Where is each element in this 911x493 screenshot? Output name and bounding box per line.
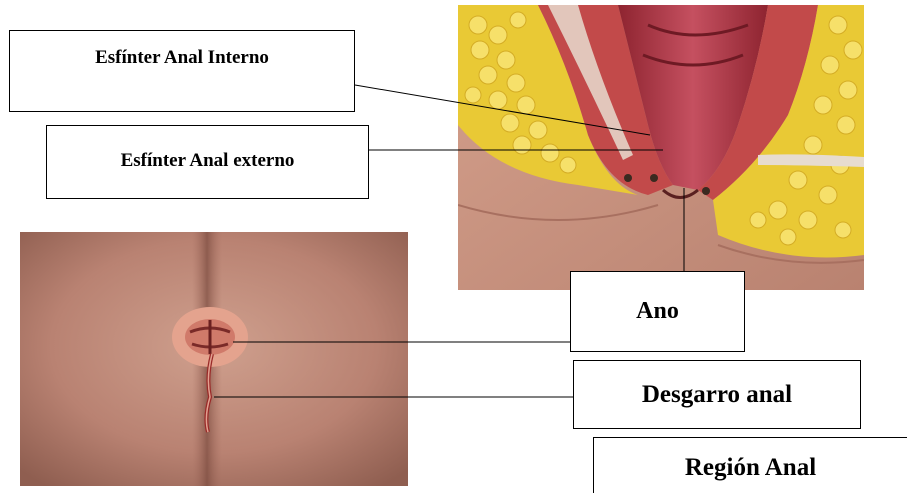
anal-canal-cross-section-illustration [458, 5, 864, 290]
label-anus-text: Ano [636, 298, 679, 325]
label-internal-anal-sphincter-text: Esfínter Anal Interno [95, 47, 269, 69]
anal-region-photo [20, 232, 408, 486]
label-anus: Ano [570, 271, 745, 352]
label-external-anal-sphincter-text: Esfínter Anal externo [121, 150, 295, 172]
label-anal-region: Región Anal [593, 437, 907, 493]
label-anal-tear-text: Desgarro anal [642, 381, 792, 409]
label-external-anal-sphincter: Esfínter Anal externo [46, 125, 369, 199]
label-internal-anal-sphincter: Esfínter Anal Interno [9, 30, 355, 112]
label-anal-tear: Desgarro anal [573, 360, 861, 429]
label-anal-region-text: Región Anal [685, 454, 816, 482]
